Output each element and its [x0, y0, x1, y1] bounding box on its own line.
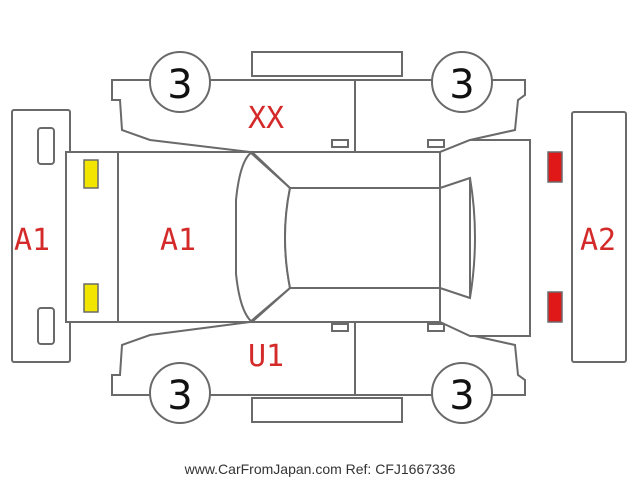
- watermark-text: www.CarFromJapan.com Ref: CFJ1667336: [184, 461, 456, 477]
- top-view-body: [65, 139, 531, 337]
- wheel-rear-right: 3: [431, 362, 493, 424]
- rear-bumper: [571, 111, 627, 363]
- front-bumper-damage-label: A1: [14, 223, 50, 258]
- tire-count-front-left: 3: [167, 62, 192, 108]
- taillight-top-marker: [547, 151, 563, 183]
- tire-count-rear-left: 3: [449, 62, 474, 108]
- headlight-top-marker: [83, 159, 99, 189]
- rear-bumper-damage-label: A2: [580, 223, 616, 258]
- left-side-strip-top: [251, 51, 403, 77]
- right-side-strip-bottom: [251, 397, 403, 423]
- tire-count-front-right: 3: [167, 373, 192, 419]
- wheel-front-right: 3: [149, 362, 211, 424]
- roof-damage-label: XX: [248, 101, 284, 136]
- hood-damage-label: A1: [160, 223, 196, 258]
- taillight-bottom-marker: [547, 291, 563, 323]
- lower-side-body: [111, 321, 526, 396]
- wheel-rear-left: 3: [431, 51, 493, 113]
- wheel-front-left: 3: [149, 51, 211, 113]
- headlight-bottom-marker: [83, 283, 99, 313]
- tire-count-rear-right: 3: [449, 373, 474, 419]
- side-damage-label: U1: [248, 339, 284, 374]
